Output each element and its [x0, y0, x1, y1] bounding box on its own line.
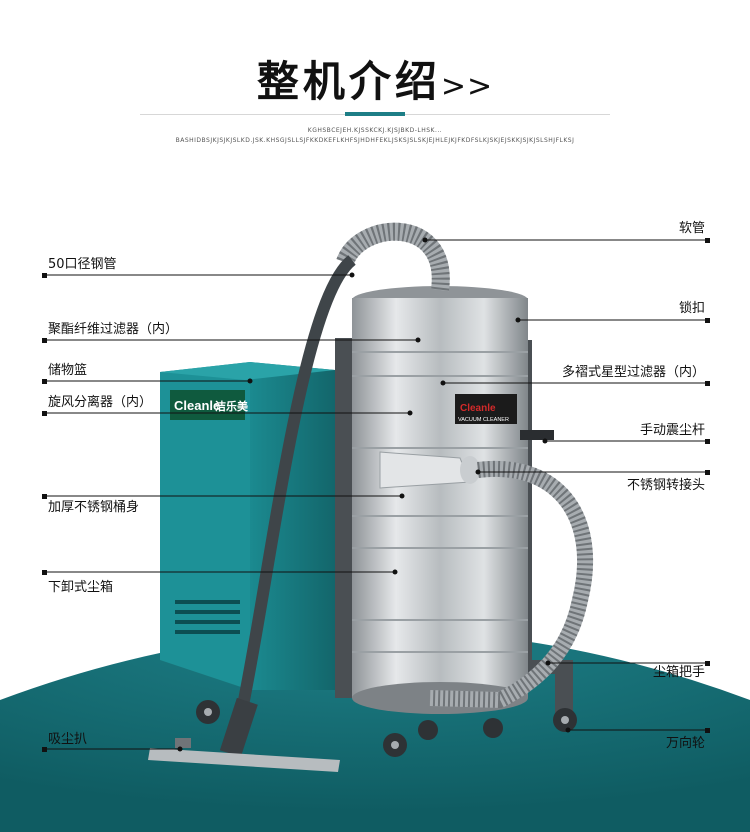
steel-drum: Cleanle VACUUM CLEANER: [352, 286, 528, 714]
drum-badge: [455, 394, 517, 424]
wand-neck: [219, 697, 258, 758]
brand-text: Cleanle: [174, 398, 220, 413]
subtitle-line-2: BASHIDBSJKJSJKJSLKD.JSK.KHSGJSLLSJFKKDKE…: [175, 137, 575, 144]
brand-panel: [170, 390, 245, 420]
thick-steel-body-label: 加厚不锈钢桶身: [48, 500, 140, 515]
title-arrows: >>: [440, 69, 494, 104]
suction-head-label: 吸尘扒: [48, 732, 88, 747]
steel-adapter-label: 不锈钢转接头: [626, 478, 705, 493]
title-text: 整机介绍: [256, 57, 441, 106]
hose-label: 软管: [678, 221, 705, 236]
dust-box-handle-label: 尘箱把手: [652, 665, 705, 680]
teal-cabinet: Cleanle 洁乐美: [160, 362, 335, 690]
drum-badge-text: VACUUM CLEANER: [458, 417, 509, 423]
shaker-lever-label: 手动震尘杆: [639, 423, 705, 438]
steel-pipe-label: 50口径钢管: [48, 257, 117, 272]
pleated-filter-label: 多褶式星型过滤器（内）: [561, 365, 705, 380]
steel-pipe: [234, 255, 357, 722]
universal-wheel-label: 万向轮: [665, 736, 705, 751]
title-accent-bar: [345, 112, 405, 116]
storage-basket-label: 储物篮: [48, 363, 88, 378]
floor-tool: [148, 738, 340, 772]
lock-buckle-label: 锁扣: [678, 301, 705, 316]
cyclone-inlet: [379, 451, 471, 489]
page-title: 整机介绍>>: [0, 48, 750, 109]
dust-box-label: 下卸式尘箱: [48, 580, 114, 595]
drum-brand-text: Cleanle: [460, 403, 496, 414]
brand-cn-text: 洁乐美: [215, 399, 249, 413]
shaker-lever: [520, 430, 554, 440]
polyester-filter-label: 聚酯纤维过滤器（内）: [48, 322, 179, 337]
subtitle-line-1: KGHSBCEJEH.KJSSKCKJ.KJSJBKD-LHSK...: [307, 127, 443, 134]
cyclone-separator-label: 旋风分离器（内）: [48, 395, 153, 410]
